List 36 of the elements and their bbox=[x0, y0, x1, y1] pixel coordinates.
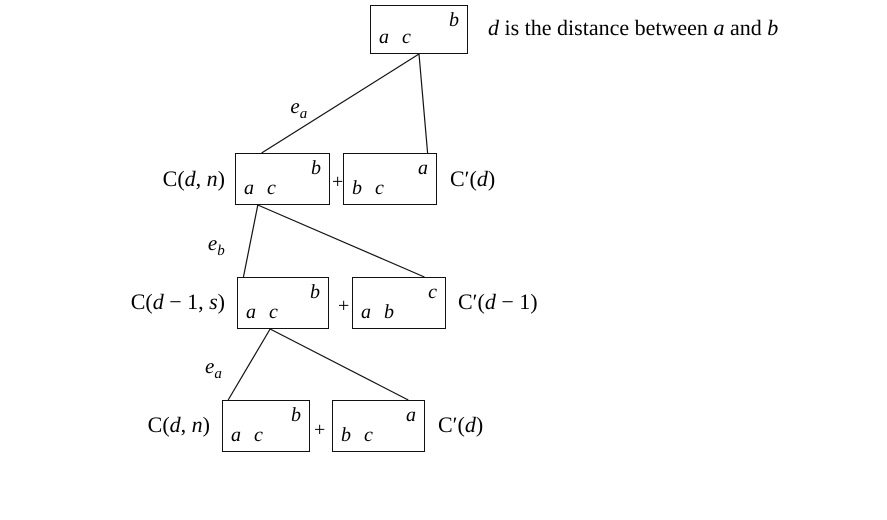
connector-line bbox=[270, 328, 409, 401]
connector-line bbox=[261, 54, 420, 154]
cost-label: C′(d) bbox=[438, 413, 484, 438]
state-box bbox=[343, 153, 437, 205]
variable-label: c bbox=[428, 282, 437, 302]
state-box bbox=[352, 277, 446, 329]
variable-label: b bbox=[311, 158, 321, 178]
connector-line bbox=[418, 54, 428, 154]
connector-line bbox=[242, 204, 258, 278]
variable-label: a bbox=[406, 405, 416, 425]
variable-label: a c bbox=[244, 178, 276, 198]
state-box bbox=[370, 5, 468, 54]
variable-label: b bbox=[449, 10, 459, 30]
cost-label: C′(d − 1) bbox=[458, 290, 538, 314]
variable-label: b bbox=[310, 282, 320, 302]
cost-label: C′(d) bbox=[450, 167, 496, 192]
variable-label: a c bbox=[246, 302, 278, 322]
state-box bbox=[235, 153, 330, 205]
state-box bbox=[237, 277, 329, 329]
cost-label: C(d − 1, s) bbox=[130, 290, 225, 314]
cost-label: C(d, n) bbox=[162, 167, 225, 192]
variable-label: a c bbox=[379, 27, 411, 47]
connector-line bbox=[258, 204, 425, 278]
state-box bbox=[222, 400, 310, 452]
variable-label: a c bbox=[231, 425, 263, 445]
variable-label: a b bbox=[361, 302, 394, 322]
variable-label: b c bbox=[352, 178, 384, 198]
variable-label: b bbox=[291, 405, 301, 425]
variable-label: a bbox=[418, 158, 428, 178]
connector-line bbox=[228, 328, 271, 400]
plus-sign: + bbox=[332, 172, 344, 192]
plus-sign: + bbox=[314, 420, 326, 440]
plus-sign: + bbox=[338, 296, 350, 316]
state-box bbox=[332, 400, 425, 452]
variable-label: b c bbox=[341, 425, 373, 445]
cost-label: C(d, n) bbox=[148, 413, 210, 438]
